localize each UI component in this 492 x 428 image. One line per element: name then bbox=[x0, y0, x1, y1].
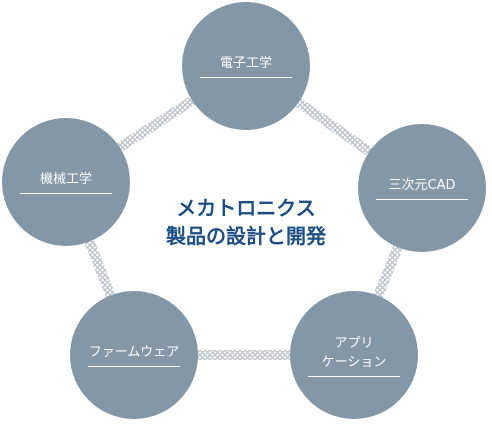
node-electronics: 電子工学 bbox=[182, 2, 310, 130]
node-underline bbox=[308, 375, 400, 377]
node-label-firmware: ファームウェア bbox=[88, 345, 180, 360]
node-3d-cad: 三次元CAD bbox=[358, 124, 486, 252]
center-title-line1: メカトロニクス bbox=[176, 196, 316, 220]
node-application: アプリ ケーション bbox=[290, 291, 418, 419]
node-firmware: ファームウェア bbox=[70, 291, 198, 419]
node-label-electronics: 電子工学 bbox=[219, 56, 272, 71]
node-underline bbox=[200, 77, 292, 78]
node-underline bbox=[88, 366, 180, 367]
node-underline bbox=[20, 193, 112, 194]
node-mechanical: 機械工学 bbox=[2, 118, 130, 246]
node-label-3d-cad: 三次元CAD bbox=[388, 178, 456, 193]
node-label-application-2: ケーション bbox=[321, 354, 387, 370]
node-label-mechanical: 機械工学 bbox=[39, 172, 92, 187]
node-label-application-1: アプリ bbox=[334, 335, 374, 351]
center-title-line2: 製品の設計と開発 bbox=[166, 224, 326, 248]
node-underline bbox=[376, 199, 468, 200]
